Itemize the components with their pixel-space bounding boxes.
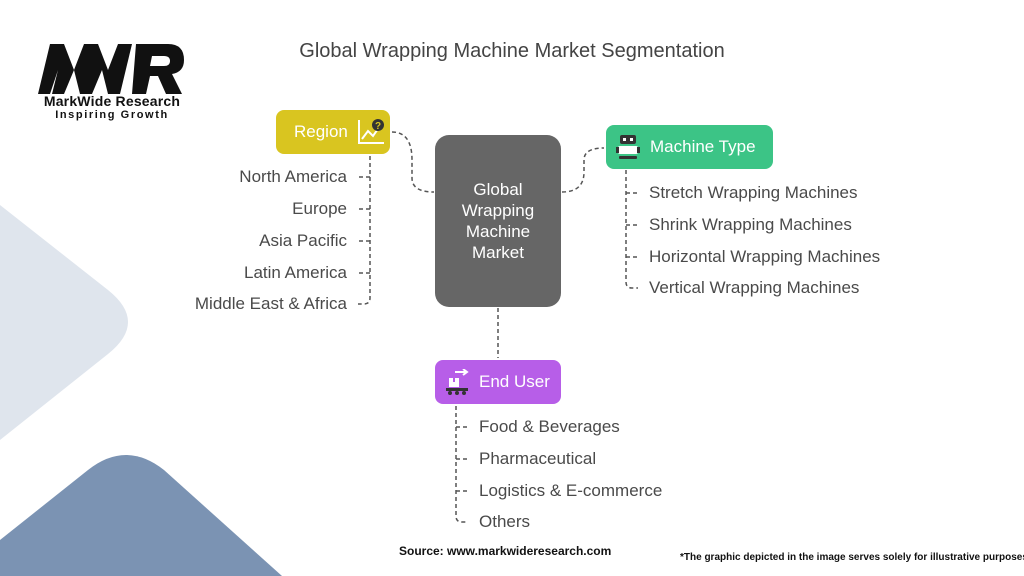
center-node: Global Wrapping Machine Market bbox=[435, 135, 561, 307]
category-end-user-label: End User bbox=[479, 372, 550, 391]
brand-tagline: Inspiring Growth bbox=[55, 109, 169, 121]
robot-icon bbox=[616, 135, 640, 159]
category-machine-type: Machine Type bbox=[606, 125, 773, 169]
end-user-item: Pharmaceutical bbox=[479, 449, 597, 468]
machine-type-item: Horizontal Wrapping Machines bbox=[649, 247, 881, 266]
page-title: Global Wrapping Machine Market Segmentat… bbox=[299, 40, 725, 62]
markwide-logo bbox=[38, 44, 184, 94]
machine-type-item: Shrink Wrapping Machines bbox=[649, 215, 852, 234]
center-line: Machine bbox=[465, 222, 531, 241]
source-credit: Source: www.markwideresearch.com bbox=[399, 544, 612, 558]
svg-text:?: ? bbox=[375, 121, 381, 132]
region-item: North America bbox=[239, 167, 347, 186]
center-line: Wrapping bbox=[461, 201, 535, 220]
category-machine-type-label: Machine Type bbox=[650, 137, 756, 156]
brand-name: MarkWide Research bbox=[43, 93, 181, 109]
conveyor-box-icon bbox=[446, 369, 469, 395]
end-user-item: Logistics & E-commerce bbox=[479, 481, 663, 500]
machine-type-item: Stretch Wrapping Machines bbox=[649, 183, 858, 202]
category-region-label: Region bbox=[294, 122, 348, 141]
region-item: Middle East & Africa bbox=[194, 294, 347, 313]
center-line: Global bbox=[473, 180, 523, 199]
center-line: Market bbox=[472, 243, 524, 262]
end-user-item: Food & Beverages bbox=[479, 417, 620, 436]
region-item: Europe bbox=[292, 199, 347, 218]
chart-question-icon: ? bbox=[357, 119, 384, 144]
machine-type-item: Vertical Wrapping Machines bbox=[649, 278, 860, 297]
region-item: Latin America bbox=[244, 263, 347, 282]
category-region: Region ? bbox=[276, 110, 390, 154]
category-end-user: End User bbox=[435, 360, 561, 404]
region-item: Asia Pacific bbox=[259, 231, 347, 250]
disclaimer: *The graphic depicted in the image serve… bbox=[680, 552, 1024, 563]
end-user-item: Others bbox=[479, 512, 531, 531]
